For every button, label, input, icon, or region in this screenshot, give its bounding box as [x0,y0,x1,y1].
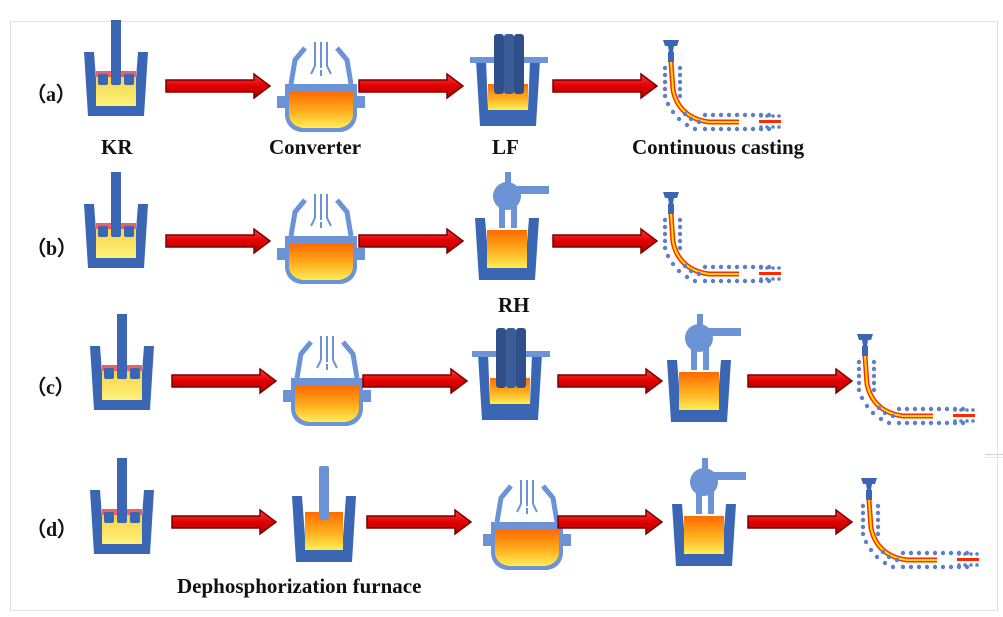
row-c-lf-icon [472,328,550,420]
row-d-kr-icon [90,458,154,554]
edge-divider-shadow [985,457,1003,458]
row-d-rh-icon [672,458,746,566]
label-kr: KR [101,135,133,159]
row-b-kr-icon [84,172,148,268]
label-converter: Converter [269,135,362,159]
row-d-arrow-3 [557,508,664,536]
row-b-continuous-casting-icon [662,192,781,284]
row-label-c: （c） [26,377,75,399]
row-d-arrow-4 [747,508,854,536]
row-a-arrow-3 [552,72,659,100]
edge-divider [985,454,1003,455]
row-a-arrow-2 [358,72,465,100]
row-b-rh-icon [475,172,549,280]
row-c-converter-icon [283,336,371,426]
label-lf: LF [492,135,519,159]
row-label-d: （d） [26,519,78,541]
row-c-arrow-1 [171,367,278,395]
row-label-b: （b） [26,238,78,260]
row-a-continuous-casting-icon [662,40,781,132]
row-a-kr-icon [84,20,148,116]
row-a-lf-icon [470,34,548,126]
row-a-arrow-1 [165,72,272,100]
row-c-continuous-casting-icon [856,334,975,426]
label-rh: RH [498,293,530,317]
row-c-arrow-3 [557,367,664,395]
row-d-arrow-1 [171,508,278,536]
row-d-converter-icon [483,480,571,570]
label-dephosphorization-furnace: Dephosphorization furnace [177,574,422,598]
row-a-converter-icon [277,42,365,132]
row-d-arrow-2 [366,508,473,536]
row-b-arrow-2 [358,227,465,255]
row-d-dephosphorization-furnace-icon [292,466,356,562]
row-b-converter-icon [277,194,365,284]
row-c-rh-icon [667,314,741,422]
row-b-arrow-1 [165,227,272,255]
row-c-arrow-4 [747,367,854,395]
row-c-kr-icon [90,314,154,410]
row-d-continuous-casting-icon [860,478,979,570]
row-c-arrow-2 [362,367,469,395]
row-b-arrow-3 [552,227,659,255]
row-label-a: （a） [26,84,76,106]
label-continuous-casting: Continuous casting [632,135,805,159]
